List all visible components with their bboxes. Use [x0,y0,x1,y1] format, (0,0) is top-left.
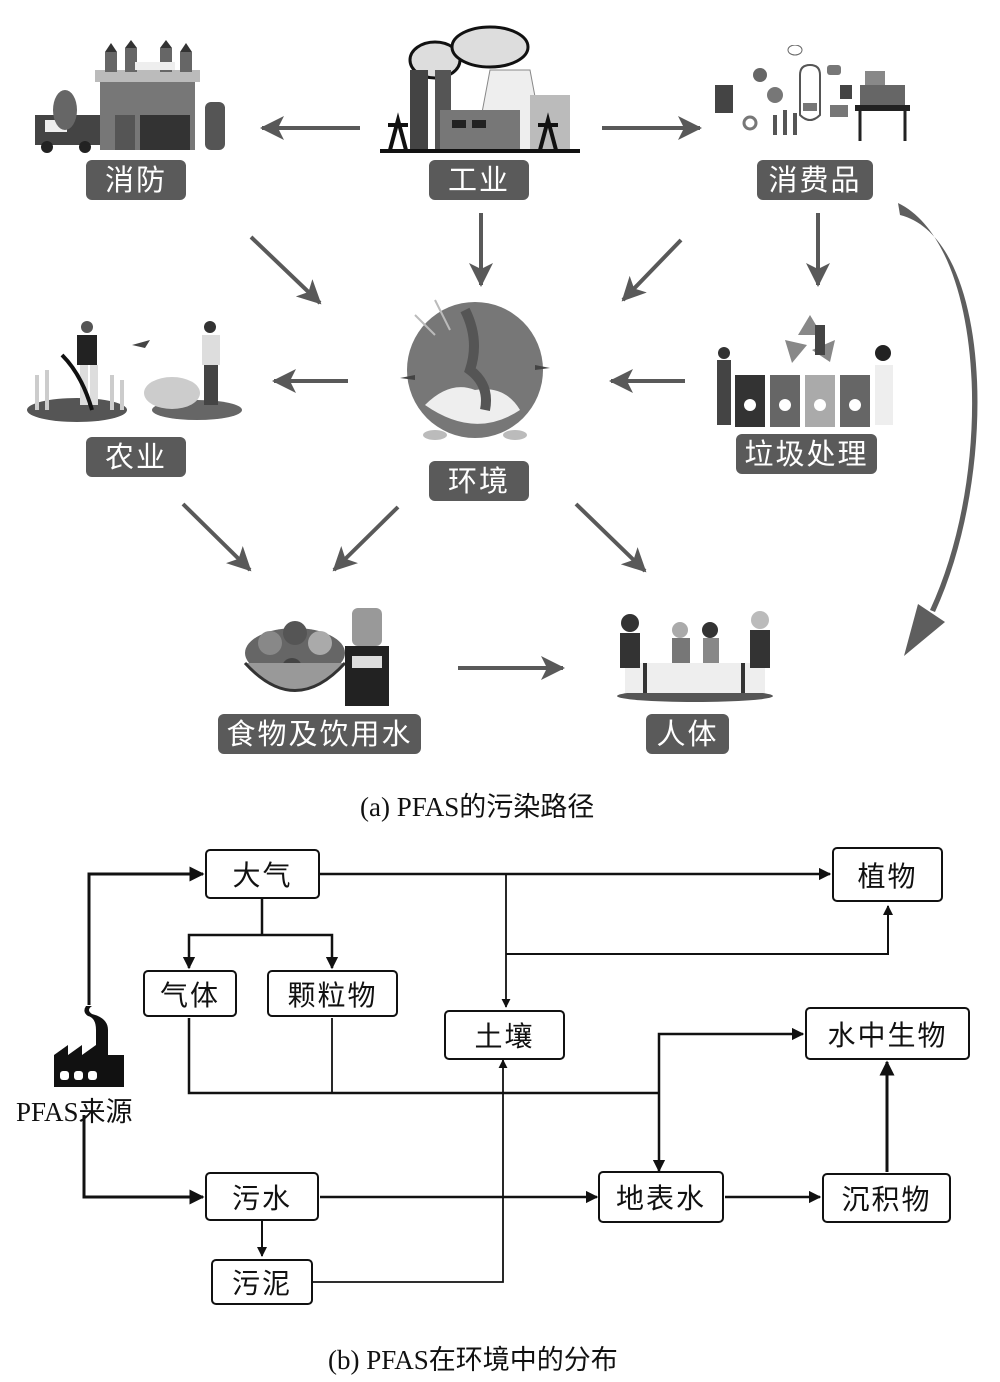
arrow-environment-to-human [574,502,647,573]
family-dining-icon [617,611,773,702]
pfas-source-label: PFAS来源 [16,1097,133,1127]
food-bowl-water-dispenser-icon [243,608,389,706]
fire-station-icon [35,40,225,153]
edge-source-to-sewage [82,1115,205,1205]
factory-source-icon [54,1006,124,1087]
curved-arrow-consumer-to-human [898,203,978,656]
kitchenware-icon [715,45,910,141]
node-label-waste-treatment: 垃圾处理 [736,434,877,474]
arrow-environment-to-food [332,505,400,572]
arrow-firefighting-to-environment [249,235,322,305]
earth-icon [400,299,550,440]
edge-source-to-atmosphere [87,866,205,1005]
distribution-connectors [54,866,895,1283]
node-label-food-water: 食物及饮用水 [218,714,421,754]
edge-soil-to-plants [506,905,893,955]
edge-atmosphere-to-particulate [262,933,339,970]
node-label-agriculture: 农业 [86,437,186,477]
node-label-human-body: 人体 [646,714,729,754]
box-sediment: 沉积物 [822,1173,951,1223]
box-sewage: 污水 [205,1172,319,1221]
node-label-environment: 环境 [429,461,529,501]
box-atmosphere: 大气 [205,849,320,899]
edge-to-aquatic-organisms [657,1027,805,1093]
distribution-panel: PFAS来源 大气 气体 颗粒物 植物 土壤 水中生物 污水 污泥 地表水 沉积… [0,830,1000,1382]
box-surface-water: 地表水 [598,1171,724,1223]
edge-sludge-to-soil [313,1059,508,1283]
recycling-bins-icon [717,315,893,427]
farmer-icon [27,321,242,422]
pathway-arrows [181,116,978,680]
caption-b: (b) PFAS在环境中的分布 [328,1345,618,1375]
pollution-pathway-panel: 消防 工业 消费品 农业 环境 垃圾处理 食物及饮用水 人体 (a) PFAS的… [27,25,978,822]
node-label-fire-fighting: 消防 [86,160,186,200]
arrow-consumer-to-environment [621,238,683,302]
node-label-consumer-goods: 消费品 [757,160,873,200]
box-particulate: 颗粒物 [267,970,398,1017]
edge-gas-to-water [187,1018,659,1095]
box-soil: 土壤 [444,1010,565,1060]
box-sludge: 污泥 [211,1259,313,1305]
box-aquatic-organisms: 水中生物 [805,1007,970,1060]
box-gas: 气体 [143,970,237,1017]
node-label-industry: 工业 [429,160,529,200]
factory-icon [380,25,580,153]
edge-atmosphere-to-gas [182,933,262,970]
arrow-agriculture-to-food [181,502,252,572]
caption-a: (a) PFAS的污染路径 [360,792,595,822]
box-plants: 植物 [832,847,943,902]
